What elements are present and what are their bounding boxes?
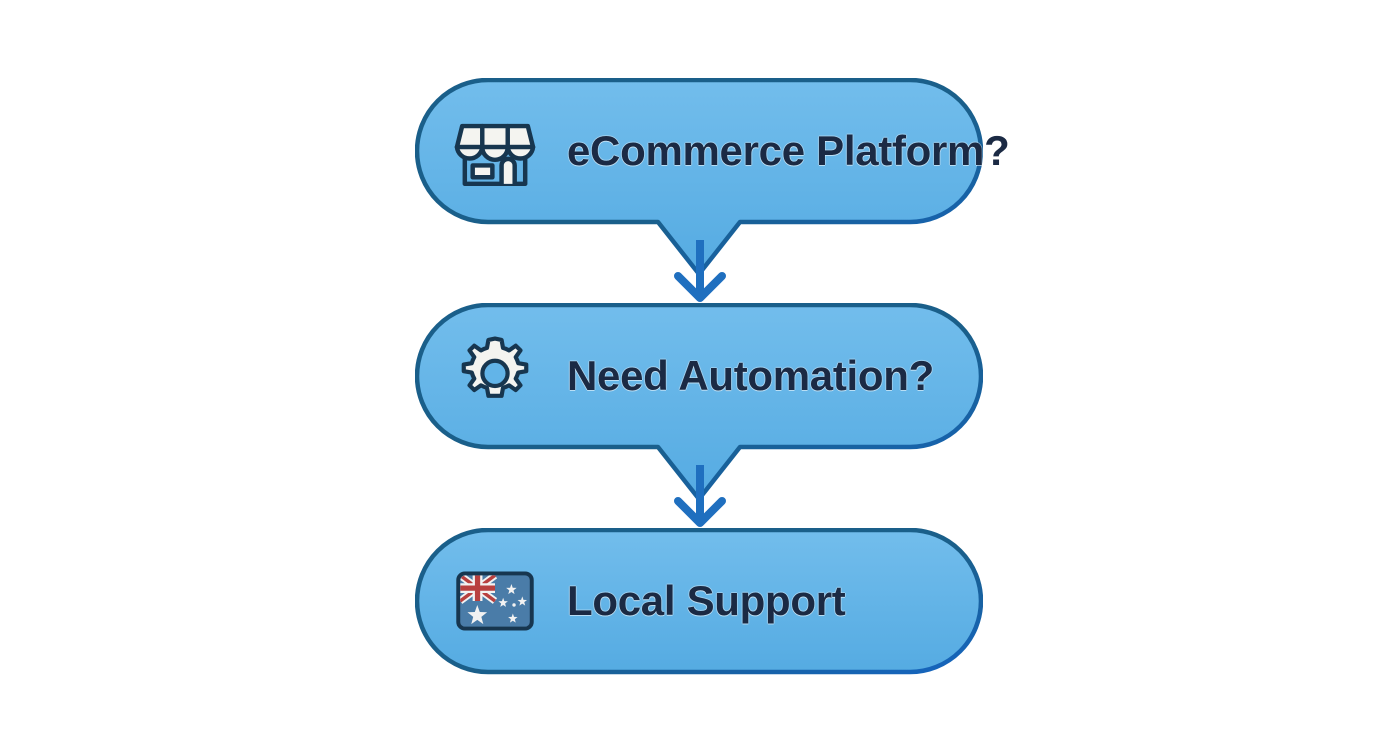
step-label: Need Automation? <box>567 352 934 399</box>
connector-arrow-1 <box>640 236 760 312</box>
down-arrow-icon <box>674 461 726 527</box>
step-content: eCommerce Platform? <box>415 78 1010 224</box>
flow-step-need-automation[interactable]: Need Automation? <box>415 303 983 502</box>
step-label: eCommerce Platform? <box>567 127 1010 174</box>
step-pill-shape <box>415 303 983 502</box>
step-label: Local Support <box>567 577 846 624</box>
step-content: Need Automation? <box>415 303 934 449</box>
connector-arrow-2 <box>640 461 760 537</box>
gear-icon <box>453 334 537 418</box>
down-arrow-icon <box>674 236 726 302</box>
step-pill-shape <box>415 78 983 277</box>
step-pill-shape <box>415 528 983 675</box>
australia-flag-icon <box>453 559 537 643</box>
step-content: Local Support <box>415 528 846 674</box>
storefront-icon <box>453 109 537 193</box>
flow-step-ecommerce-platform[interactable]: eCommerce Platform? <box>415 78 1010 277</box>
flow-step-local-support[interactable]: Local Support <box>415 528 983 675</box>
